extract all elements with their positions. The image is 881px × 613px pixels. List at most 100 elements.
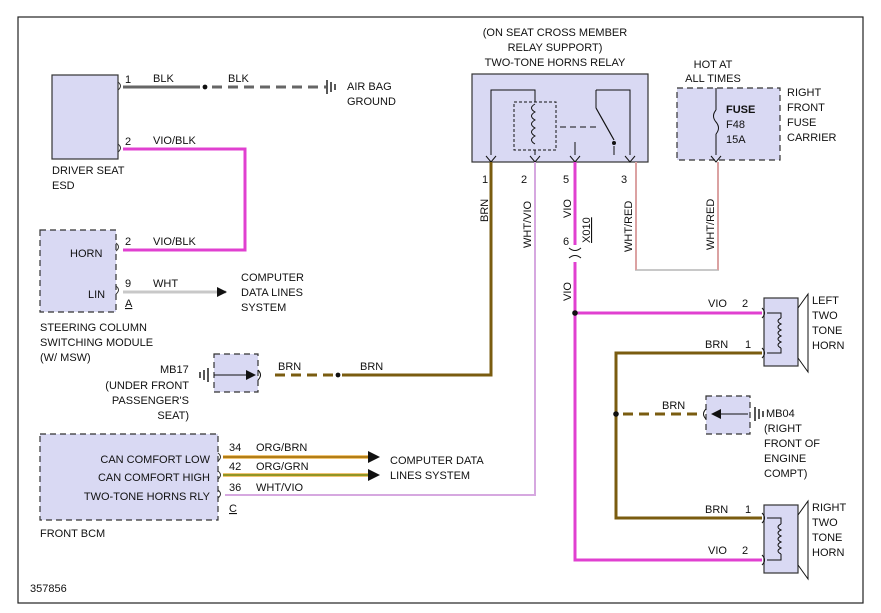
bcm-pin-42: 42	[229, 461, 241, 473]
wht-vio-relay-label: WHT/VIO	[522, 201, 534, 248]
right-horn-label-2: TWO	[812, 517, 838, 529]
hot-at-all-times-2: ALL TIMES	[685, 73, 741, 85]
brn-mb17-label-a: BRN	[278, 361, 301, 373]
front-bcm: CAN COMFORT LOW CAN COMFORT HIGH TWO-TON…	[39, 433, 241, 540]
right-horn-pin-vio: 2	[742, 545, 748, 557]
steering-column-module: HORN LIN 2 9 A STEERING COLUMN SWITCHING…	[39, 229, 153, 364]
brn-relay-label: BRN	[479, 199, 491, 222]
bcm-row-two-tone-rly: TWO-TONE HORNS RLY	[84, 491, 211, 503]
mb04-loc-4: COMPT)	[764, 468, 807, 480]
computer-data-lines-1-line1: COMPUTER	[241, 272, 304, 284]
mb04-ground: MB04 (RIGHT FRONT OF ENGINE COMPT)	[703, 395, 820, 480]
wht-vio-wire: WHT/VIO WHT/VIO	[225, 162, 536, 496]
mb17-ground: MB17 (UNDER FRONT PASSENGER'S SEAT)	[105, 353, 261, 422]
fuse-carrier-2: FRONT	[787, 102, 825, 114]
driver-seat-esd: 1 2 DRIVER SEAT ESD	[51, 74, 131, 192]
hot-at-all-times-1: HOT AT	[694, 59, 733, 71]
diagram-frame	[17, 16, 864, 604]
hot-at-all-times-fuse: HOT AT ALL TIMES FUSE F48 15A RIGHT FRON…	[676, 59, 837, 163]
steering-pin-lin: 9	[125, 278, 131, 290]
wht-red-relay-label: WHT/RED	[623, 201, 635, 252]
steering-label-3: (W/ MSW)	[40, 352, 91, 364]
mb17-loc-1: (UNDER FRONT	[105, 380, 189, 392]
right-horn-pin-brn: 1	[745, 504, 751, 516]
right-two-tone-horn: 1 2 RIGHT TWO TONE HORN	[742, 499, 847, 581]
org-grn-label: ORG/GRN	[256, 461, 309, 473]
left-horn-label-4: HORN	[812, 340, 844, 352]
bcm-row-can-high: CAN COMFORT HIGH	[98, 472, 210, 484]
mb17-name: MB17	[160, 364, 189, 376]
computer-data-lines-2-line1: COMPUTER DATA	[390, 455, 484, 467]
computer-data-lines-2-line2: LINES SYSTEM	[390, 470, 470, 482]
bcm-pin-36: 36	[229, 482, 241, 494]
left-horn-label-3: TONE	[812, 325, 842, 337]
esd-pin-1: 1	[125, 74, 131, 86]
wht-red-fuse-label: WHT/RED	[705, 199, 717, 250]
steering-label-2: SWITCHING MODULE	[40, 337, 153, 349]
brn-horn-ground-wire: BRN BRN BRN	[613, 339, 762, 520]
steering-connector-a: A	[125, 298, 133, 310]
air-bag-ground-label-1: AIR BAG	[347, 81, 392, 93]
x010-pin-6: 6	[563, 236, 569, 248]
relay-location-2: RELAY SUPPORT)	[508, 42, 603, 54]
brn-mb17-label-b: BRN	[360, 361, 383, 373]
esd-pin-2: 2	[125, 136, 131, 148]
left-two-tone-horn: 2 1 LEFT TWO TONE HORN	[742, 292, 844, 374]
mb04-loc-2: FRONT OF	[764, 438, 820, 450]
mb04-loc-1: (RIGHT	[764, 423, 802, 435]
x010-connector-label: X010	[581, 217, 593, 243]
relay-pin-3: 3	[621, 174, 627, 186]
steering-pin-horn: 2	[125, 236, 131, 248]
blk-wire-label-a: BLK	[153, 73, 174, 85]
vio-left-horn-label: VIO	[708, 298, 727, 310]
bcm-row-can-low: CAN COMFORT LOW	[100, 454, 210, 466]
fuse-label-2: F48	[726, 119, 745, 131]
vio-relay-wire: X010 6 VIO VIO VIO VIO	[562, 162, 762, 562]
steering-horn-label: HORN	[70, 248, 102, 260]
fuse-label-1: FUSE	[726, 104, 755, 116]
vio-blk-label-b: VIO/BLK	[153, 236, 196, 248]
steering-label-1: STEERING COLUMN	[40, 322, 147, 334]
wht-lin-wire: WHT COMPUTER DATA LINES SYSTEM	[123, 272, 304, 314]
left-horn-pin-brn: 1	[745, 339, 751, 351]
computer-data-lines-1-line3: SYSTEM	[241, 302, 286, 314]
bcm-connector-c: C	[229, 503, 237, 515]
vio-blk-label-a: VIO/BLK	[153, 135, 196, 147]
computer-data-lines-1-line2: DATA LINES	[241, 287, 303, 299]
mb04-loc-3: ENGINE	[764, 453, 806, 465]
left-horn-label-2: TWO	[812, 310, 838, 322]
wht-vio-bcm-label: WHT/VIO	[256, 482, 303, 494]
brn-right-horn-label: BRN	[705, 504, 728, 516]
relay-pin-2: 2	[521, 174, 527, 186]
front-bcm-label: FRONT BCM	[40, 528, 105, 540]
bcm-pin-34: 34	[229, 442, 241, 454]
left-horn-label-1: LEFT	[812, 295, 839, 307]
steering-lin-label: LIN	[88, 289, 105, 301]
vio-right-horn-label: VIO	[708, 545, 727, 557]
brn-mb04-label: BRN	[662, 400, 685, 412]
fuse-carrier-4: CARRIER	[787, 132, 837, 144]
fuse-label-3: 15A	[726, 134, 746, 146]
air-bag-ground-symbol: AIR BAG GROUND	[326, 80, 396, 108]
esd-label-2: ESD	[52, 180, 75, 192]
left-horn-pin-vio: 2	[742, 298, 748, 310]
relay-location-1: (ON SEAT CROSS MEMBER	[483, 27, 628, 39]
mb17-loc-2: PASSENGER'S	[112, 395, 189, 407]
right-horn-label-1: RIGHT	[812, 502, 847, 514]
brn-relay-wire: BRN BRN BRN	[273, 162, 493, 378]
fuse-carrier-3: FUSE	[787, 117, 816, 129]
fuse-carrier-1: RIGHT	[787, 87, 822, 99]
can-bus-wires: ORG/BRN ORG/GRN COMPUTER DATA LINES SYST…	[223, 442, 484, 482]
esd-label-1: DRIVER SEAT	[52, 165, 125, 177]
mb17-loc-3: SEAT)	[157, 410, 189, 422]
relay-title: TWO-TONE HORNS RELAY	[485, 57, 626, 69]
figure-id: 357856	[30, 583, 67, 595]
right-horn-label-3: TONE	[812, 532, 842, 544]
right-horn-label-4: HORN	[812, 547, 844, 559]
org-brn-label: ORG/BRN	[256, 442, 307, 454]
brn-left-horn-label: BRN	[705, 339, 728, 351]
air-bag-ground-label-2: GROUND	[347, 96, 396, 108]
two-tone-horns-relay: (ON SEAT CROSS MEMBER RELAY SUPPORT) TWO…	[471, 27, 649, 186]
relay-pin-1: 1	[482, 174, 488, 186]
